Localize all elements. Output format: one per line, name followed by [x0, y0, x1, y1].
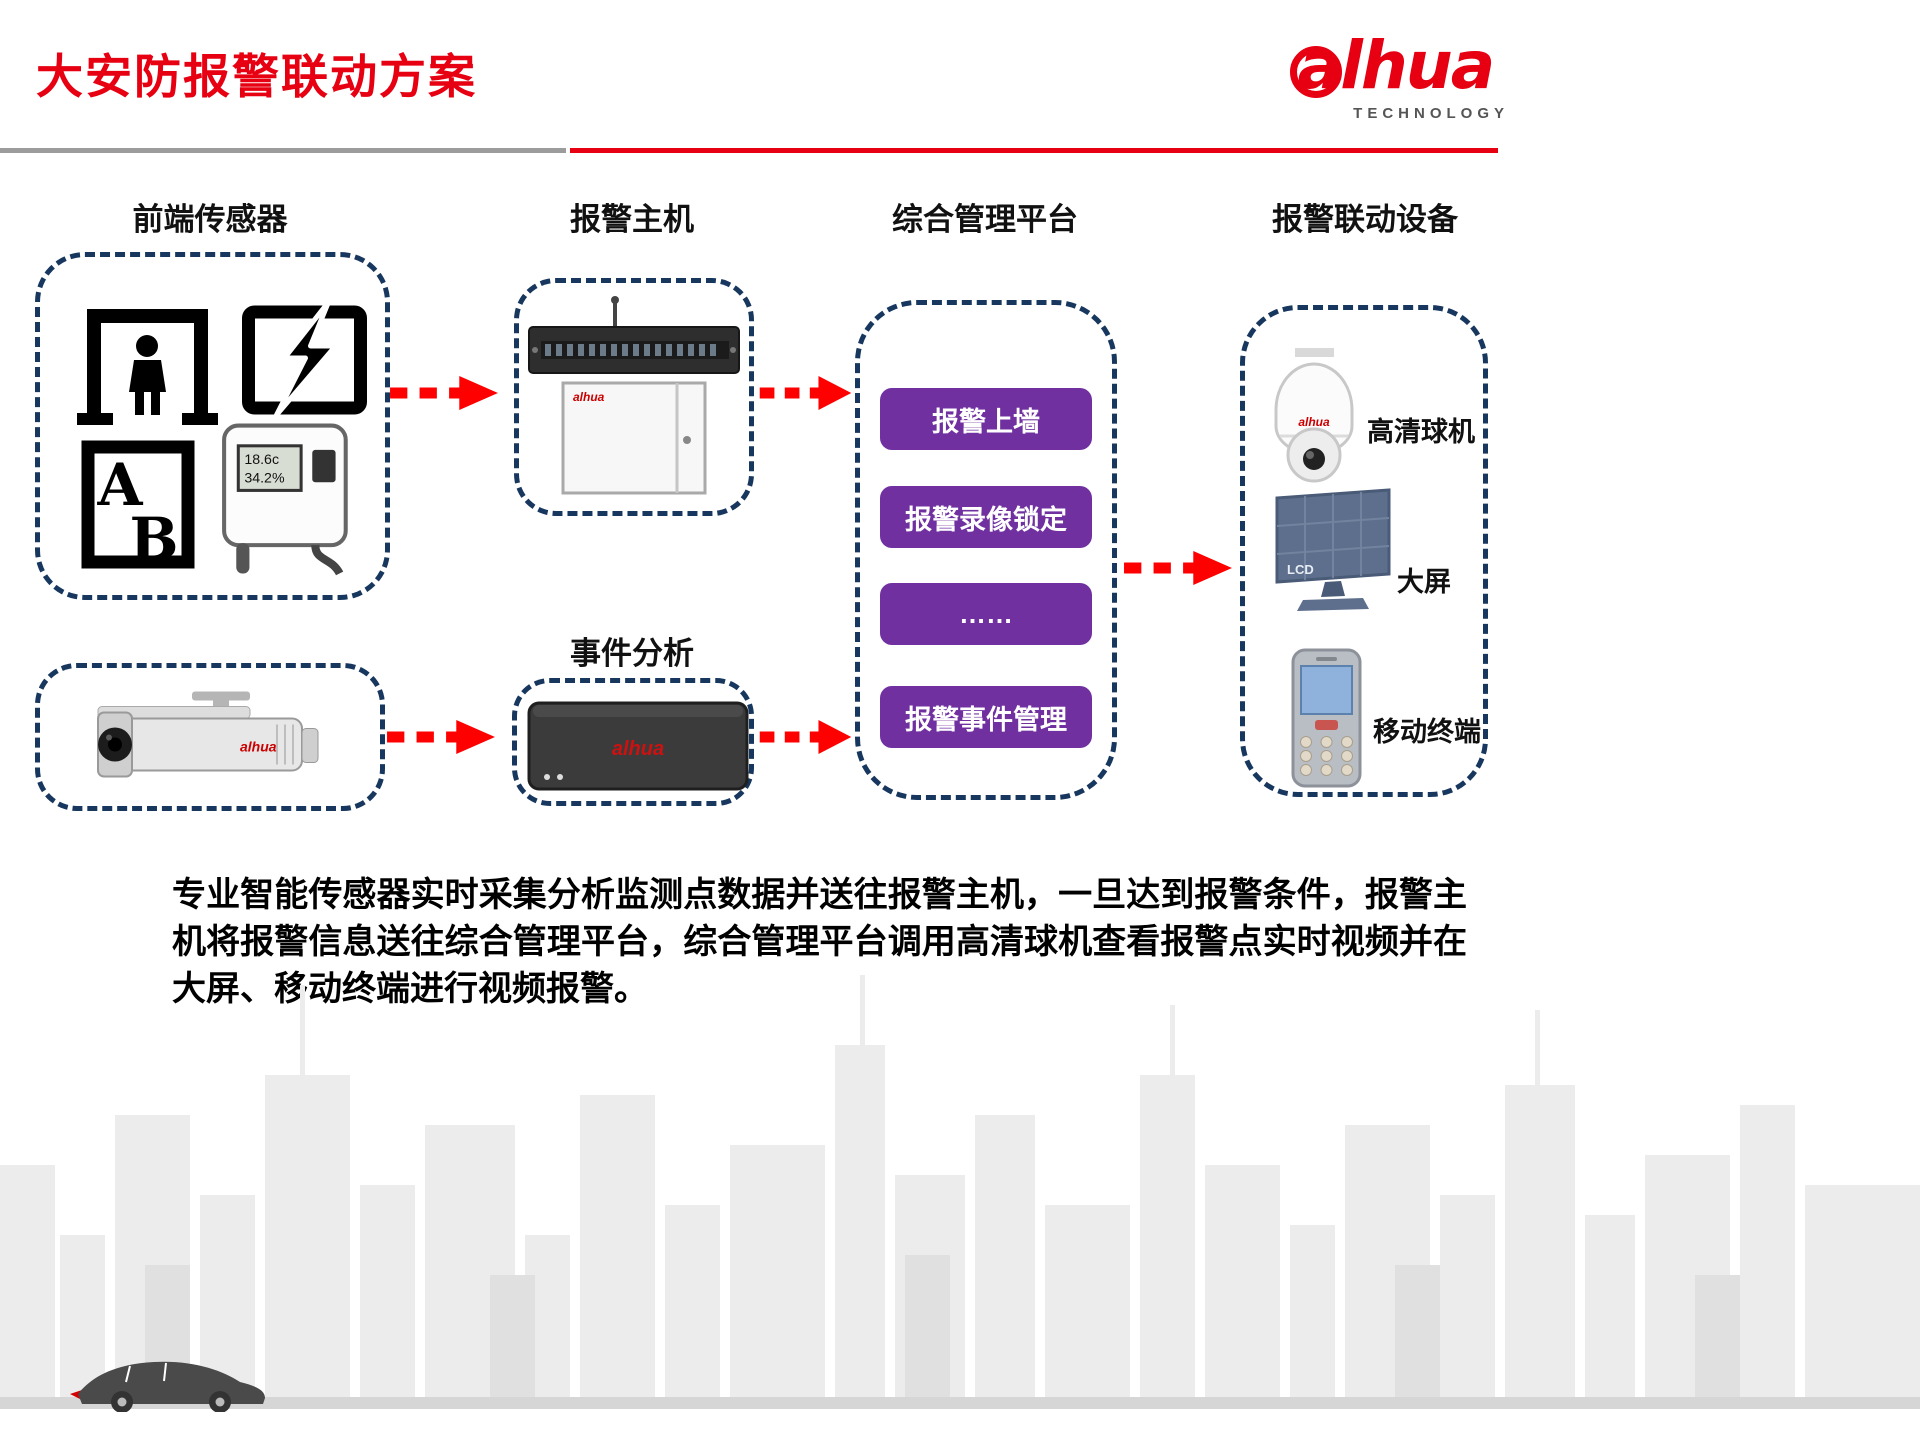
arrow-sensors-to-host: [388, 373, 500, 413]
linkage-devices-box: alhua 高清球机 LCD 大屏 移动终端: [1240, 305, 1488, 797]
column-label-alarm-host: 报警主机: [570, 202, 694, 237]
divider-red: [570, 148, 1498, 153]
alarm-host-box: alhua: [514, 278, 754, 516]
platform-function-alarm-wall: 报警上墙: [880, 388, 1092, 450]
sensor-display-line2: 34.2%: [244, 470, 285, 486]
city-skyline: [0, 975, 1920, 1405]
sensor-display-line1: 18.6c: [244, 452, 279, 468]
server-brand-text: alhua: [612, 738, 664, 760]
bullet-camera: alhua: [97, 691, 319, 778]
event-analysis-box: alhua: [512, 678, 754, 806]
column-label-sensors: 前端传感器: [132, 202, 288, 237]
column-label-platform: 综合管理平台: [892, 202, 1078, 237]
column-label-linkage: 报警联动设备: [1272, 202, 1458, 237]
device-label-mobile: 移动终端: [1373, 717, 1481, 747]
alarm-host-device: alhua: [528, 296, 740, 495]
description-text: 专业智能传感器实时采集分析监测点数据并送往报警主机，一旦达到报警条件，报警主机将…: [172, 876, 1467, 1008]
sensors-group-box: A B 18.6c 34.2%: [35, 252, 390, 600]
dahua-logo-ring-icon: [1289, 46, 1342, 98]
ab-detector-icon: A B: [81, 440, 195, 571]
big-screen-icon: LCD: [1275, 488, 1391, 611]
letter-b: B: [129, 505, 178, 571]
arrow-event-to-platform: [758, 717, 853, 757]
arrow-camera-to-event: [385, 717, 497, 757]
dahua-logo-tagline: TECHNOLOGY: [1353, 104, 1509, 122]
event-analysis-server: alhua: [527, 701, 749, 791]
device-label-dome: 高清球机: [1367, 417, 1475, 447]
car-silhouette: [70, 1361, 265, 1412]
platform-function-record-lock: 报警录像锁定: [880, 486, 1092, 548]
arrow-host-to-platform: [758, 373, 853, 413]
arrow-platform-to-devices: [1122, 548, 1234, 588]
dahua-logo: alhua TECHNOLOGY: [1278, 29, 1513, 122]
platform-function-event-manage: 报警事件管理: [880, 686, 1092, 748]
temperature-humidity-sensor: 18.6c 34.2%: [222, 423, 348, 576]
mobile-phone-icon: [1291, 648, 1362, 788]
camera-brand-text: alhua: [240, 739, 277, 755]
divider-gray: [0, 148, 566, 153]
dome-camera: alhua: [1274, 348, 1354, 483]
bottom-bar: [0, 1397, 1920, 1409]
event-analysis-label: 事件分析: [570, 636, 694, 671]
platform-function-ellipsis: ……: [880, 583, 1092, 645]
platform-box: 报警上墙 报警录像锁定 …… 报警事件管理: [855, 300, 1117, 800]
host-brand-text: alhua: [573, 390, 605, 404]
letter-a: A: [96, 451, 143, 519]
dahua-logo-wordmark: alhua: [1289, 29, 1495, 103]
camera-group-box: alhua: [35, 663, 385, 811]
dome-brand-text: alhua: [1298, 415, 1330, 429]
lcd-text: LCD: [1287, 562, 1314, 577]
lightning-sensor-icon: [242, 302, 367, 417]
page-title: 大安防报警联动方案: [36, 50, 477, 103]
metal-detector-gate-icon: [77, 309, 218, 425]
device-label-screen: 大屏: [1397, 567, 1451, 597]
